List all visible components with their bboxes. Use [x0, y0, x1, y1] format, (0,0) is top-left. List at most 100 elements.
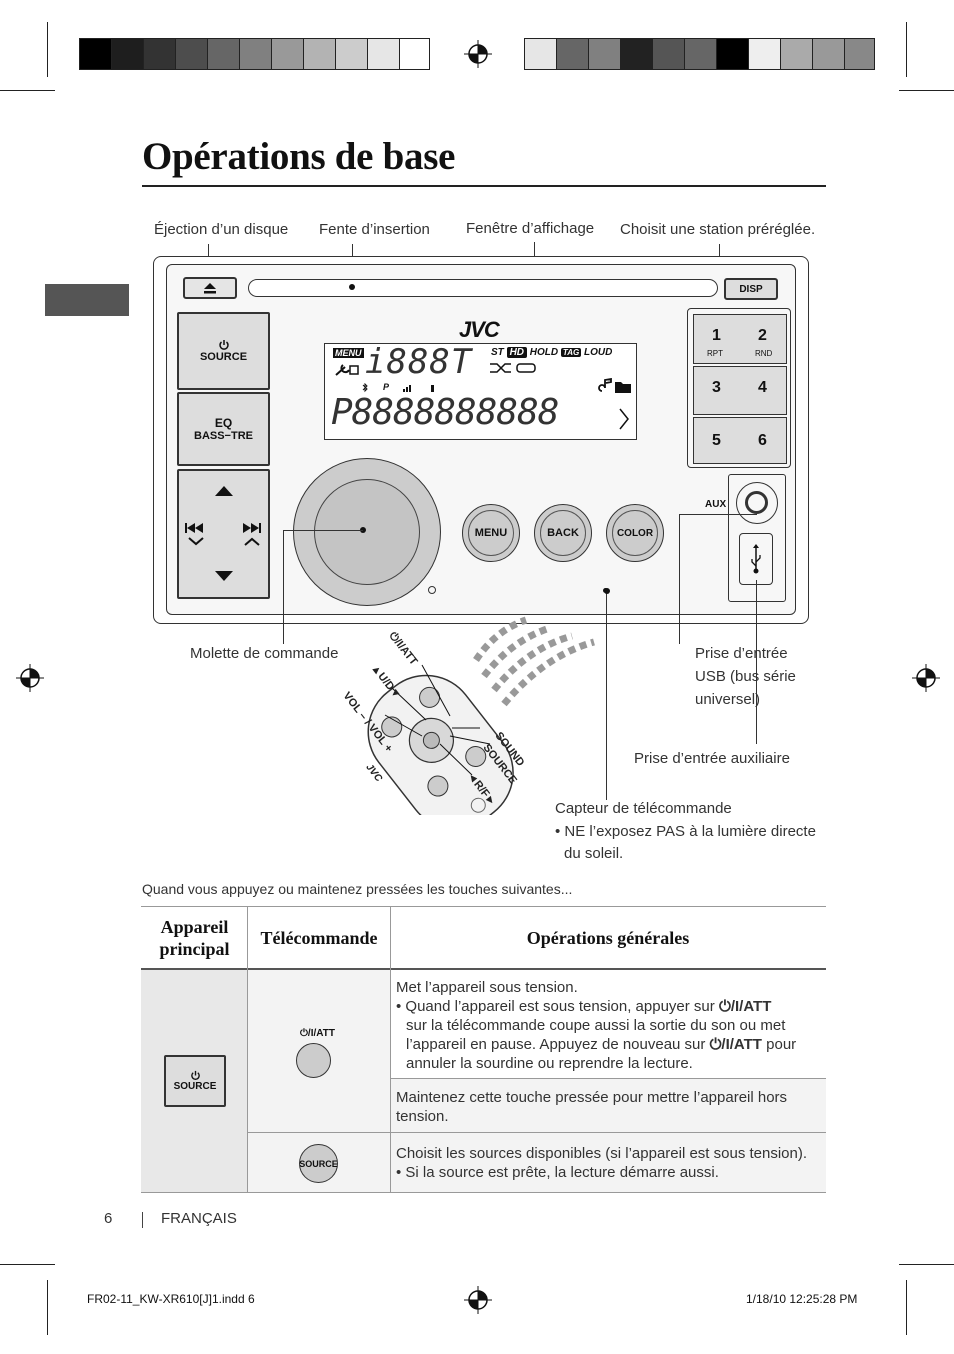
preset-2-number: 2	[758, 327, 767, 344]
registration-mark-icon	[16, 664, 44, 692]
label-usb-3: universel)	[695, 691, 761, 708]
ir-signal-waves-icon	[473, 616, 595, 707]
lcd-menu-tag: MENU	[333, 348, 364, 358]
row2-line1: Maintenez cette touche pressée pour mett…	[396, 1089, 788, 1106]
preset-button-5-6[interactable]: 5 6	[693, 417, 787, 464]
leader-line	[606, 590, 607, 800]
footer-divider	[142, 1212, 143, 1228]
menu-button[interactable]: MENU	[462, 504, 520, 562]
crop-mark	[906, 22, 907, 77]
indicator-led	[428, 586, 436, 594]
page-language: FRANÇAIS	[161, 1210, 237, 1227]
registration-mark-icon	[912, 664, 940, 692]
color-label: COLOR	[612, 510, 658, 556]
skip-back-icon[interactable]	[185, 523, 207, 533]
aux-jack-inner	[745, 491, 768, 514]
label-display: Fenêtre d’affichage	[466, 220, 595, 237]
header-remote: Télécommande	[260, 928, 378, 948]
crop-mark	[906, 1280, 907, 1335]
lcd-tag: TAG	[560, 348, 582, 357]
back-button[interactable]: BACK	[534, 504, 592, 562]
crop-mark	[0, 90, 55, 91]
lcd-st: ST	[491, 347, 504, 358]
footer-file: FR02-11_KW-XR610[J]1.indd 6	[87, 1292, 255, 1306]
registration-mark-icon	[464, 40, 492, 68]
preset-button-1-2[interactable]: 1 RPT 2 RND	[693, 314, 787, 364]
skip-forward-icon[interactable]	[241, 523, 263, 533]
lcd-p-small: P	[383, 382, 390, 392]
preset-button-3-4[interactable]: 3 4	[693, 366, 787, 415]
leader-line	[283, 530, 284, 644]
aux-panel	[728, 474, 786, 602]
row1-text: Met l’appareil sous tension. • Quand l’a…	[396, 978, 821, 1073]
color-button[interactable]: COLOR	[606, 504, 664, 562]
leader-dot-icon	[604, 588, 610, 594]
row3-text: Choisit les sources disponibles (si l’ap…	[396, 1144, 821, 1182]
header-main-1: Appareil	[160, 917, 229, 937]
row1-line1: Met l’appareil sous tension.	[396, 979, 578, 996]
header-main-2: principal	[159, 939, 230, 959]
preset-6-number: 6	[758, 432, 767, 449]
header-rule	[141, 968, 826, 970]
down-arrow-icon[interactable]	[215, 571, 233, 581]
chevron-down-icon	[188, 537, 204, 546]
source-label: SOURCE	[199, 351, 248, 363]
bluetooth-signal-icon	[362, 383, 434, 393]
col-divider	[247, 906, 248, 1193]
remote-source-button: SOURCE	[299, 1144, 338, 1183]
preset-4-number: 4	[758, 379, 767, 396]
label-usb-2: USB (bus série	[695, 668, 796, 685]
usb-port[interactable]	[739, 533, 773, 585]
remote-control	[367, 664, 514, 815]
lcd-hold: HOLD	[529, 347, 559, 358]
remote-source-caption: SOURCE	[299, 1158, 338, 1169]
disp-button[interactable]: DISP	[724, 278, 778, 300]
source-button[interactable]: SOURCE	[177, 312, 270, 390]
row2-line2: tension.	[396, 1108, 449, 1125]
aux-label: AUX	[705, 499, 727, 510]
lcd-hd: HD	[506, 347, 528, 358]
leader-line	[283, 530, 363, 531]
preset-1-sub: RPT	[707, 349, 723, 358]
dial-marker	[360, 527, 366, 533]
usb-icon	[751, 544, 761, 574]
row3-line1: Choisit les sources disponibles (si l’ap…	[396, 1145, 808, 1162]
crop-mark	[47, 1280, 48, 1335]
shuffle-repeat-icon	[490, 363, 536, 373]
table-bottom-rule	[141, 1192, 826, 1193]
page-number: 6	[104, 1210, 113, 1227]
eject-button[interactable]	[183, 277, 237, 299]
lcd-loud: LOUD	[584, 347, 613, 358]
control-dial[interactable]	[293, 458, 441, 606]
aux-jack[interactable]	[736, 482, 778, 524]
row1-line5: annuler la sourdine ou reprendre la lect…	[406, 1055, 693, 1072]
operations-table: Appareil principal Télécommande Opératio…	[141, 906, 826, 1193]
eject-icon	[204, 283, 216, 294]
preset-3-number: 3	[712, 379, 721, 396]
row1-line2a: • Quand l’appareil est sous tension, app…	[396, 998, 719, 1015]
table-top-rule	[141, 906, 826, 907]
brand-logo: JVC	[459, 317, 500, 342]
col-divider	[390, 906, 391, 1193]
eq-bass-tre-button[interactable]: EQ BASS−TRE	[177, 392, 270, 466]
control-dial-inner	[314, 479, 420, 585]
music-folder-icon	[598, 378, 631, 393]
label-sensor: Capteur de télécommande	[555, 800, 732, 817]
lcd-indicators: ST HD HOLD TAG LOUD	[491, 347, 612, 358]
leader-line	[679, 514, 757, 515]
footer-date: 1/18/10 12:25:28 PM	[746, 1292, 858, 1306]
navigation-pad[interactable]	[177, 469, 270, 599]
menu-label: MENU	[468, 510, 514, 556]
main-source-button: SOURCE	[164, 1055, 226, 1107]
crop-mark	[0, 1264, 55, 1265]
row1-line3: sur la télécommande coupe aussi la sorti…	[406, 1017, 786, 1034]
up-arrow-icon[interactable]	[215, 486, 233, 496]
preset-1-number: 1	[712, 327, 721, 344]
row1-line4c: pour	[761, 1036, 797, 1053]
power-icon	[218, 340, 229, 350]
main-source-label: SOURCE	[173, 1081, 217, 1092]
power-icon	[190, 1070, 200, 1080]
lcd-digits-top: i888T	[365, 343, 473, 382]
preset-group-outline	[687, 308, 791, 468]
disc-slot[interactable]	[248, 279, 718, 297]
